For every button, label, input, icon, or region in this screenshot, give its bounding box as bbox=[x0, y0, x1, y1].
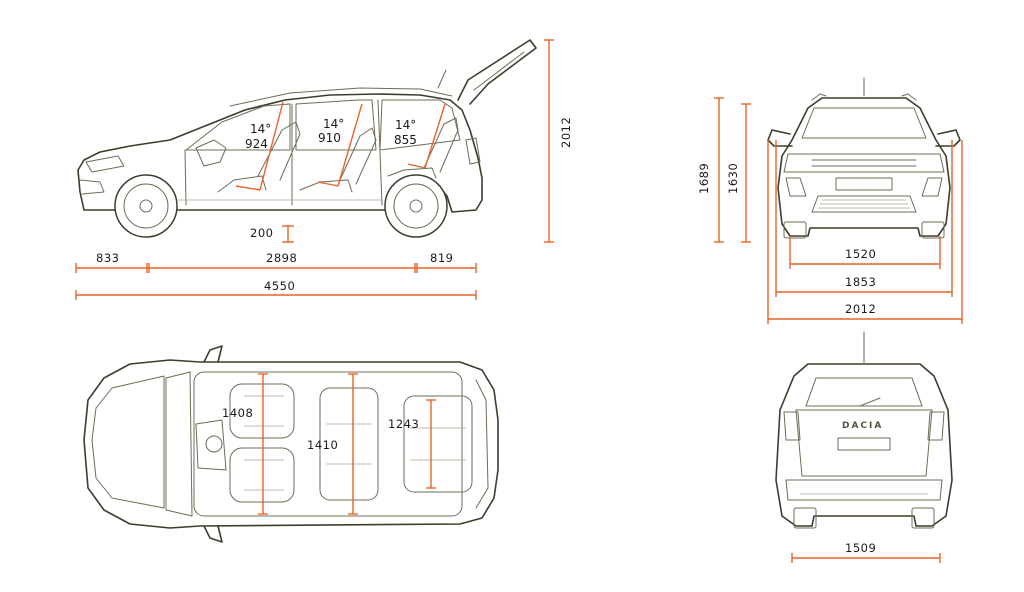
row2-width-label: 1410 bbox=[307, 438, 338, 452]
row1-width-label: 1408 bbox=[222, 406, 253, 420]
angle-row2-deg: 14° bbox=[323, 117, 344, 131]
angle-row1-deg: 14° bbox=[250, 122, 271, 136]
front-width-dims bbox=[767, 140, 963, 324]
height-1630-label: 1630 bbox=[726, 163, 740, 194]
wheelbase-label: 2898 bbox=[266, 251, 297, 265]
front-view-vehicle bbox=[767, 77, 961, 239]
tailgate-height-label: 2012 bbox=[559, 117, 573, 148]
angle-row3-value: 855 bbox=[394, 133, 417, 147]
seat-angle-lines bbox=[235, 101, 446, 191]
ground-clearance-dim bbox=[282, 225, 294, 243]
front-track-label: 1520 bbox=[845, 247, 876, 261]
side-view-vehicle bbox=[77, 39, 537, 238]
overall-length-label: 4550 bbox=[264, 279, 295, 293]
rear-overhang-label: 819 bbox=[430, 251, 453, 265]
tailgate-height-dim bbox=[544, 39, 554, 243]
rear-track-label: 1509 bbox=[845, 541, 876, 555]
angle-row1-value: 924 bbox=[245, 137, 268, 151]
angle-row3-deg: 14° bbox=[395, 118, 416, 132]
body-width-label: 1853 bbox=[845, 275, 876, 289]
row3-width-label: 1243 bbox=[388, 417, 419, 431]
top-width-dims bbox=[258, 373, 436, 515]
front-overhang-label: 833 bbox=[96, 251, 119, 265]
mirror-width-label: 2012 bbox=[845, 302, 876, 316]
rear-view-vehicle bbox=[775, 331, 953, 529]
angle-row2-value: 910 bbox=[318, 131, 341, 145]
front-height-dims bbox=[714, 97, 751, 243]
height-1689-label: 1689 bbox=[697, 163, 711, 194]
ground-clearance-label: 200 bbox=[250, 226, 273, 240]
rear-track-dim bbox=[791, 553, 941, 563]
top-view-vehicle bbox=[83, 345, 499, 543]
rear-brand-logo: DACIA bbox=[842, 421, 883, 431]
length-dims bbox=[75, 263, 477, 300]
